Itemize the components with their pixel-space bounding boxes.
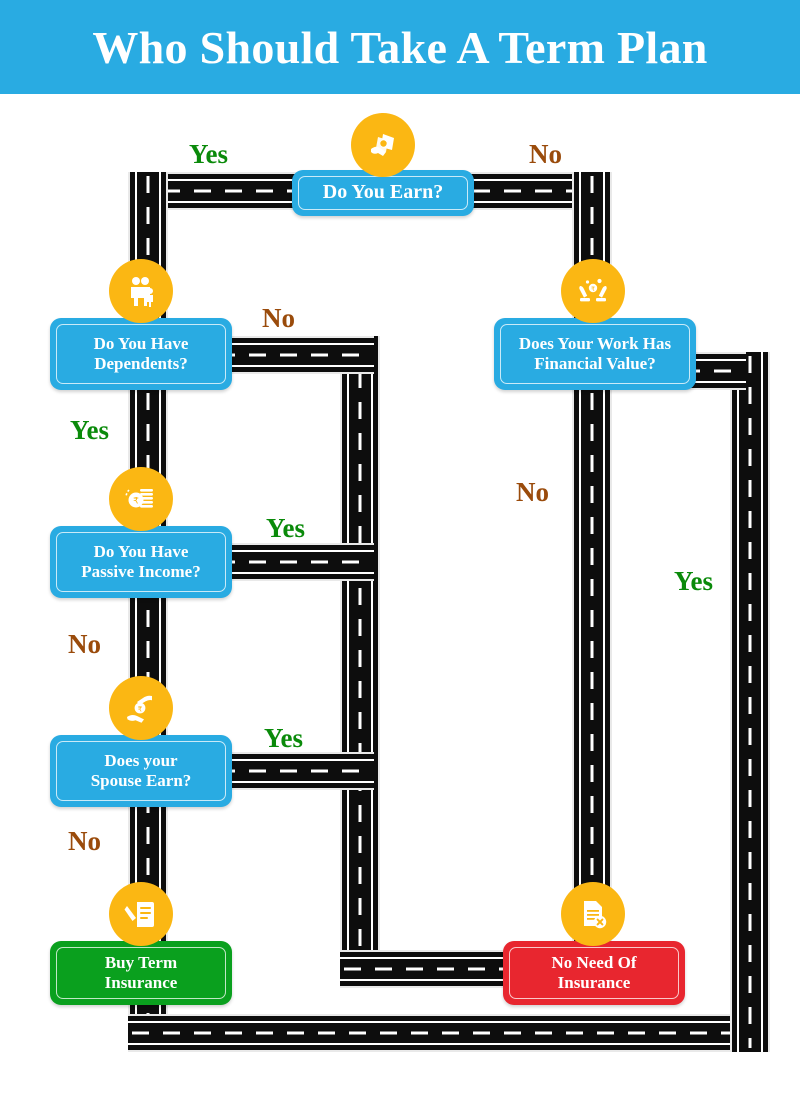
policy-document-icon [109,882,173,946]
node-label-line1: Buy Term [104,952,178,972]
edge-label-passive-no: No [68,629,101,659]
road-middle-vertical [340,336,380,988]
page-header: Who Should Take A Term Plan [0,0,800,94]
edge-label-dependents-no: No [262,303,295,333]
page-title: Who Should Take A Term Plan [92,21,708,73]
edge-label-work-no: No [516,477,549,507]
node-label-line1: Does your [104,750,178,770]
node-label-line2: Insurance [557,973,631,992]
node-label: Does Your Work Has Financial Value? [519,334,671,374]
edge-label-work-yes: Yes [674,566,713,596]
node-does-your-work-has-financial-value[interactable]: Does Your Work Has Financial Value? [494,318,696,390]
node-buy-term-insurance[interactable]: Buy Term Insurance [50,941,232,1005]
node-label-line2: Spouse Earn? [90,771,192,790]
road-spouse-yes-branch [214,752,374,790]
node-label: Do You Earn? [322,181,444,204]
node-label: Do You Have Dependents? [94,334,189,374]
node-label: Does your Spouse Earn? [91,751,192,791]
svg-text:₹: ₹ [133,496,139,506]
node-label-line2: Passive Income? [81,562,201,581]
node-label-line1: No Need Of [551,952,637,972]
edge-label-earn-yes: Yes [189,139,228,169]
node-label-line2: Financial Value? [534,354,656,373]
svg-text:₹: ₹ [138,706,143,714]
cash-in-hand-icon [351,113,415,177]
node-label: Do You Have Passive Income? [81,542,200,582]
edge-label-dependents-yes: Yes [70,415,109,445]
node-does-your-spouse-earn[interactable]: Does your Spouse Earn? [50,735,232,807]
node-label: No Need Of Insurance [552,953,637,993]
edge-label-spouse-no: No [68,826,101,856]
node-label-line1: Does Your Work Has [518,333,672,353]
node-label-line1: Do You Have [93,541,189,561]
node-no-need-of-insurance[interactable]: No Need Of Insurance [503,941,685,1005]
family-icon [109,259,173,323]
node-label-line2: Insurance [104,973,178,992]
document-rejected-icon [561,882,625,946]
node-label-line2: Dependents? [94,354,188,373]
node-do-you-have-dependents[interactable]: Do You Have Dependents? [50,318,232,390]
road-bottom-horizontal [128,1014,770,1052]
node-do-you-have-passive-income[interactable]: Do You Have Passive Income? [50,526,232,598]
node-label-line1: Do You Have [93,333,189,353]
edge-label-spouse-yes: Yes [264,723,303,753]
edge-label-passive-yes: Yes [266,513,305,543]
hand-rupee-coin-icon: ₹ [109,676,173,740]
hands-holding-coins-icon: ₹ [561,259,625,323]
svg-text:₹: ₹ [591,286,595,293]
coin-stack-icon: ₹ [109,467,173,531]
edge-label-earn-no: No [529,139,562,169]
node-label: Buy Term Insurance [105,953,178,993]
